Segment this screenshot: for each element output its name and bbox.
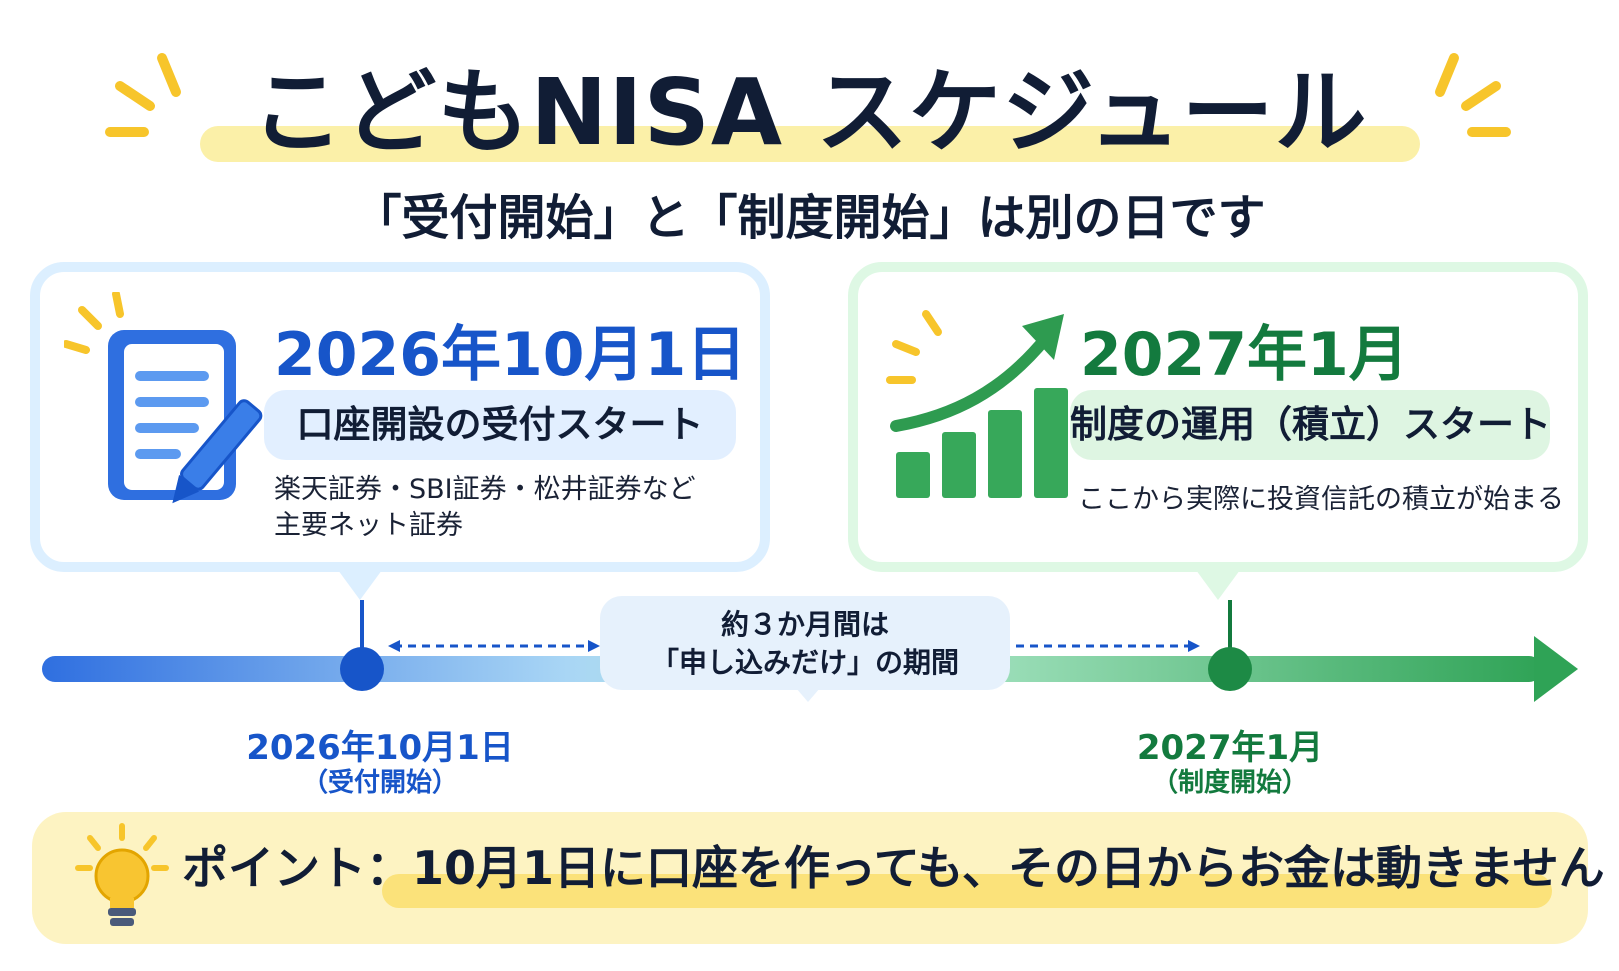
- right-marker-dot: [1208, 647, 1252, 691]
- timeline-right-caption: （制度開始）: [1151, 768, 1308, 798]
- program-start-label: 制度の運用（積立）スタート: [1070, 390, 1551, 460]
- timeline-left-date: 2026年10月1日: [246, 728, 514, 768]
- point-message: ポイント：10月1日に口座を作っても、その日からお金は動きません: [182, 841, 1605, 895]
- application-date: 2026年10月1日: [274, 320, 747, 390]
- title-highlight: [200, 126, 1420, 162]
- gap-period-label: 約３か月間は 「申し込みだけ」の期間: [600, 596, 1010, 690]
- lightbulb-icon: [75, 823, 169, 926]
- program-start-note: ここから実際に投資信託の積立が始まる: [1078, 484, 1564, 515]
- left-marker-dot: [340, 647, 384, 691]
- gap-label-pointer: [796, 688, 820, 702]
- application-start-label: 口座開設の受付スタート: [264, 390, 736, 460]
- application-brokers-note: 楽天証券・SBI証券・松井証券など 主要ネット証券: [274, 472, 696, 544]
- right-card-pointer: [1196, 570, 1240, 600]
- program-start-card: 2027年1月 制度の運用（積立）スタート ここから実際に投資信託の積立が始まる: [848, 262, 1588, 572]
- timeline-arrowhead: [1534, 636, 1578, 702]
- page-subtitle: 「受付開始」と「制度開始」は別の日です: [353, 190, 1266, 246]
- gap-line-1: 約３か月間は: [720, 608, 889, 641]
- gap-arrow-right: [1016, 640, 1200, 652]
- application-start-card: 2026年10月1日 口座開設の受付スタート 楽天証券・SBI証券・松井証券など…: [30, 262, 770, 572]
- timeline-left-caption: （受付開始）: [301, 768, 458, 798]
- gap-arrow-left: [388, 640, 600, 652]
- sparkle-left-icon: [105, 53, 181, 137]
- program-start-date: 2027年1月: [1080, 320, 1409, 390]
- timeline-right-date: 2027年1月: [1136, 728, 1324, 768]
- title-area: こどもNISA スケジュール: [0, 28, 1619, 178]
- brokers-line-2: 主要ネット証券: [274, 510, 463, 541]
- point-highlight: [382, 874, 1552, 908]
- page-title: こどもNISA スケジュール: [251, 59, 1368, 166]
- left-card-pointer: [338, 570, 382, 600]
- document-pen-icon: [64, 292, 263, 504]
- point-callout: ポイント：10月1日に口座を作っても、その日からお金は動きません: [32, 812, 1605, 944]
- brokers-line-1: 楽天証券・SBI証券・松井証券など: [274, 474, 696, 505]
- gap-line-2: 「申し込みだけ」の期間: [650, 646, 959, 679]
- growth-chart-icon: [886, 310, 1068, 498]
- sparkle-right-icon: [1435, 53, 1511, 137]
